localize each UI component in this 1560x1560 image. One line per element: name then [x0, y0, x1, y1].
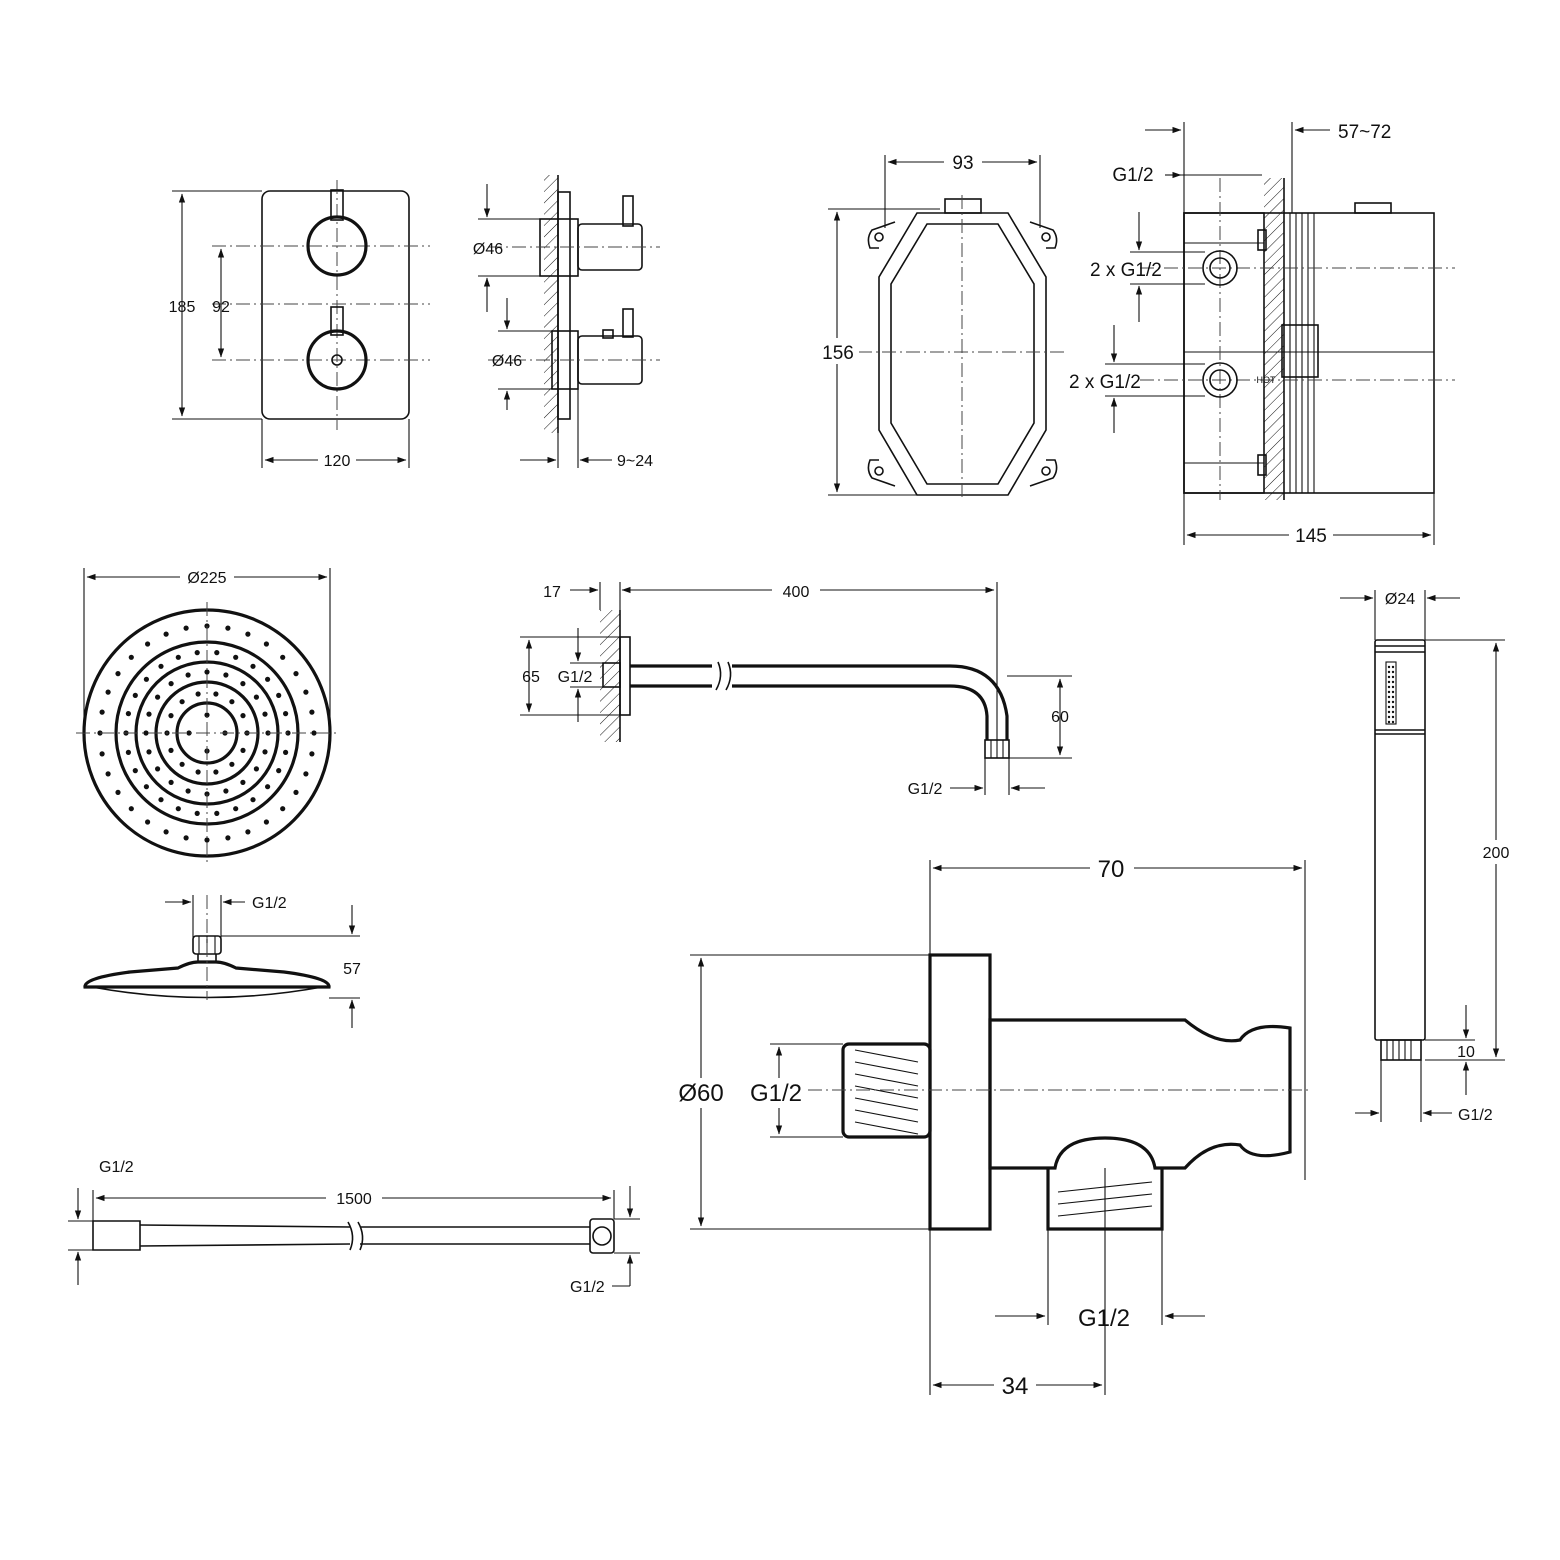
head-diameter-dim: Ø225: [187, 570, 226, 587]
valve-side-view: Ø46 Ø46 9~24: [473, 175, 660, 470]
hose-right-thread-dim: G1/2: [570, 1279, 605, 1296]
head-height-dim: 57: [343, 961, 361, 978]
box-side-width-dim: 145: [1295, 526, 1327, 547]
box-height-dim: 156: [822, 343, 854, 364]
head-thread-dim: G1/2: [252, 895, 287, 912]
box-depth-dim: 57~72: [1338, 122, 1391, 143]
cover-depth-dim: 9~24: [617, 453, 653, 470]
upper-ports-dim: 2 x G1/2: [1090, 260, 1162, 281]
knob-spacing-dim: 92: [212, 299, 230, 316]
rough-in-box-front-view: 93 156: [817, 150, 1066, 500]
arm-flange-dim: 17: [543, 584, 561, 601]
spray-nozzles: [97, 623, 317, 843]
shower-head-top-view: Ø225: [76, 566, 338, 864]
hand-shower-length-dim: 200: [1483, 845, 1510, 862]
holder-body: [988, 1018, 1292, 1170]
hot-marking: HOT: [1257, 375, 1277, 385]
shower-arm: 17 400 65 G1/2 60 G1/2: [520, 580, 1072, 798]
arm-outlet-dim: G1/2: [908, 781, 943, 798]
wall-outlet-elbow: 70 Ø60 G1/2 G1/2 34: [670, 855, 1310, 1400]
upper-diameter-dim: Ø46: [473, 241, 503, 258]
shower-hose: G1/2 1500 G1/2: [68, 1159, 640, 1296]
lower-diameter-dim: Ø46: [492, 353, 522, 370]
valve-front-view: 185 92 120: [169, 180, 430, 471]
elbow-width-dim: 70: [1098, 856, 1125, 883]
arm-inlet-dim: G1/2: [558, 669, 593, 686]
shower-head-side-view: G1/2 57: [83, 895, 361, 1028]
hand-shower-nozzles: [1387, 665, 1395, 724]
valve-height-dim: 185: [169, 299, 196, 316]
elbow-flange: [928, 953, 992, 1231]
elbow-inlet-dim: G1/2: [750, 1080, 802, 1107]
hand-shower-diameter-dim: Ø24: [1385, 591, 1415, 608]
elbow-outlet-dim: G1/2: [1078, 1305, 1130, 1332]
rough-in-box-side-view: HOT G1/2 57~72 2 x G1/2 2 x G1/2 145: [1069, 122, 1455, 548]
hose-left-thread-dim: G1/2: [99, 1159, 134, 1176]
arm-drop-dim: 60: [1051, 709, 1069, 726]
arm-length-dim: 400: [783, 584, 810, 601]
hand-shower-thread-dim: G1/2: [1458, 1107, 1493, 1124]
box-width-dim: 93: [952, 153, 973, 174]
flange-diameter-dim: Ø60: [678, 1080, 723, 1107]
valve-width-dim: 120: [324, 453, 351, 470]
upper-knob: [306, 215, 368, 277]
hand-shower: Ø24 200 10 G1/2: [1340, 590, 1514, 1124]
arm-flange-height-dim: 65: [522, 669, 540, 686]
cover-plate: [261, 190, 410, 420]
thread-length-dim: 10: [1457, 1044, 1475, 1061]
lower-ports-dim: 2 x G1/2: [1069, 372, 1141, 393]
box-outlet-dim: G1/2: [1112, 165, 1153, 186]
hose-length-dim: 1500: [336, 1191, 372, 1208]
elbow-offset-dim: 34: [1002, 1373, 1029, 1400]
lower-knob: [306, 329, 368, 391]
